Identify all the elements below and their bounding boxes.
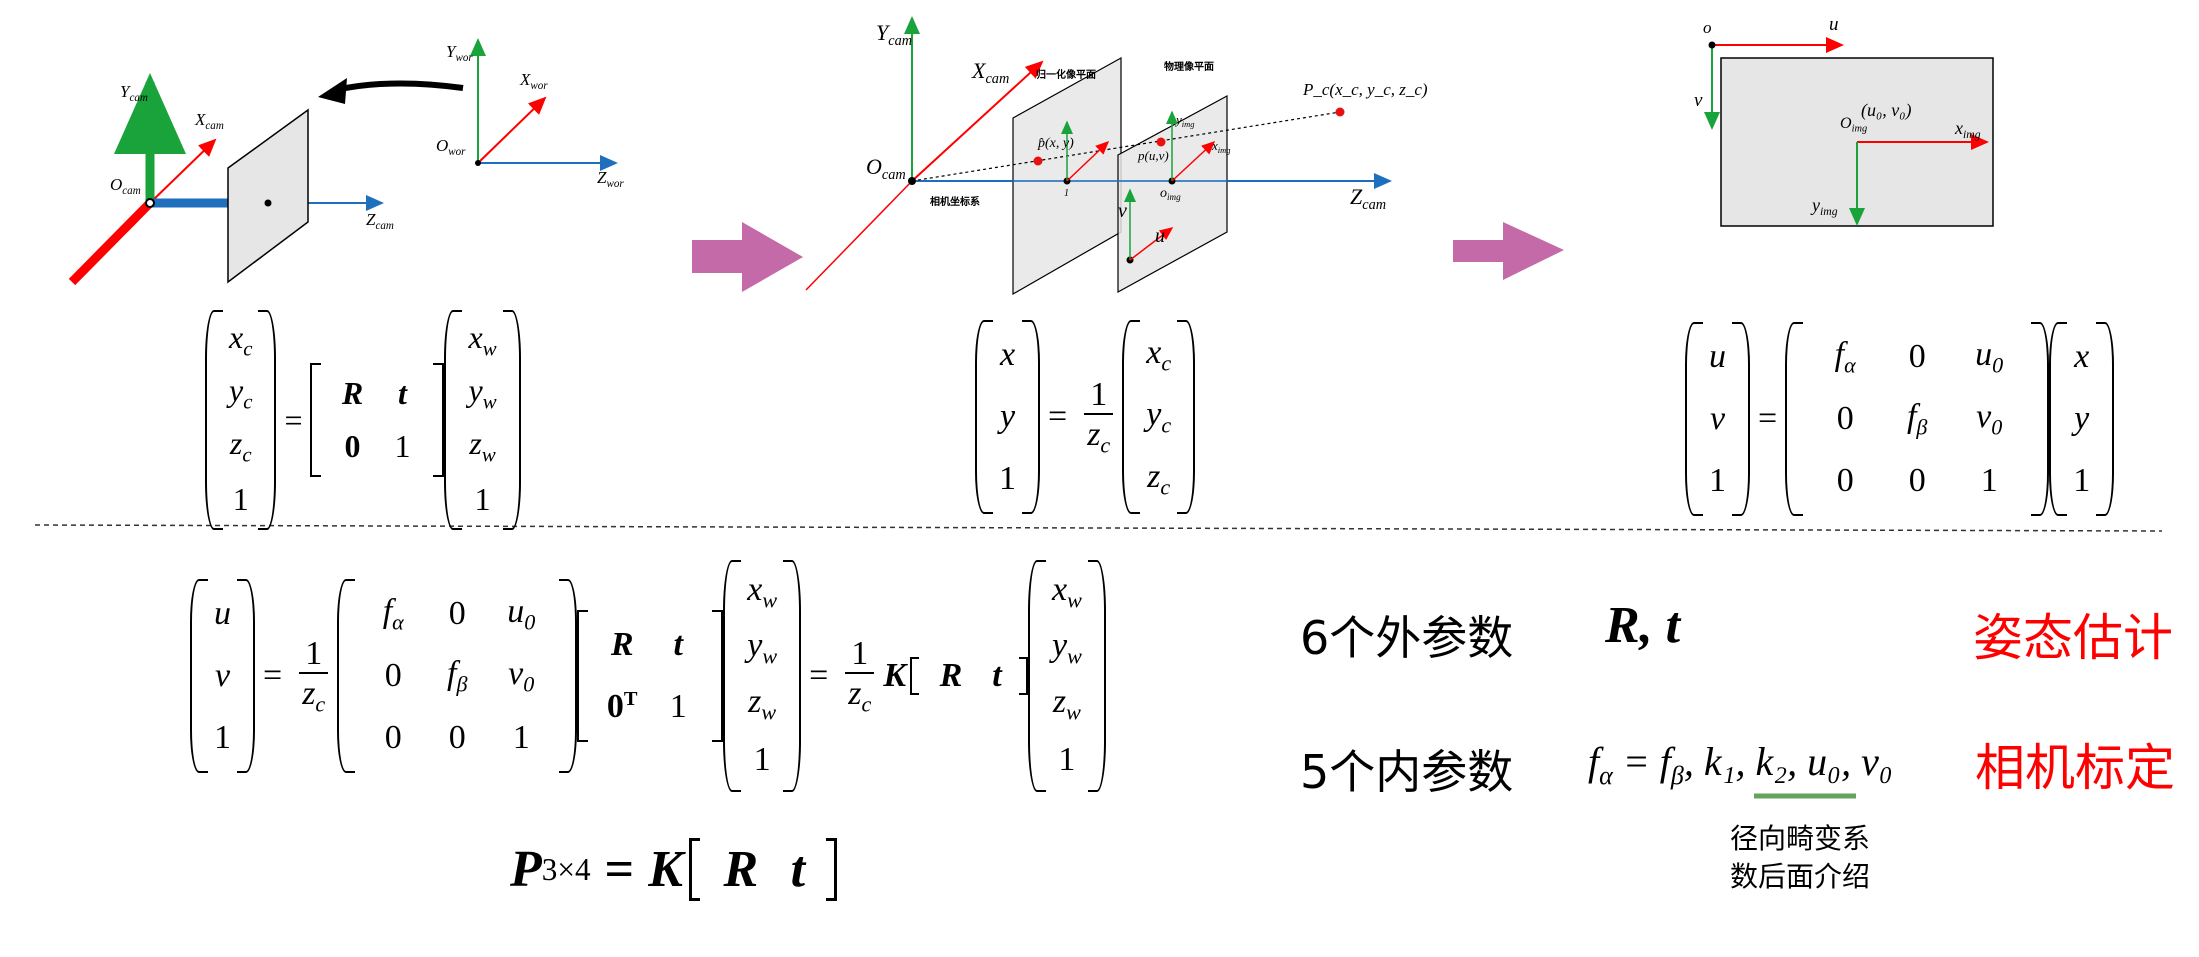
p2-label-xcam: Xcam: [972, 58, 1010, 87]
k-symbol: K: [883, 657, 906, 694]
label-xwor: Xwor: [520, 70, 548, 92]
label-one: 1: [1064, 188, 1069, 199]
pose-estimation-tag: 姿态估计: [1973, 609, 2173, 667]
p2-label-ycam: Ycam: [876, 20, 913, 49]
label-yimg: yimg: [1176, 112, 1195, 129]
panel2-graphic: [805, 16, 1392, 296]
image-plane: [227, 108, 309, 284]
p3-label-uv0: (u₀, v₀): [1861, 100, 1912, 120]
intrinsic-params: fα = fβ, k₁, k₂, u₀, v₀: [1588, 739, 1893, 791]
label-xcam: Xcam: [195, 110, 224, 132]
label-ximg: ximg: [1212, 138, 1231, 155]
label-pc: P_c(x_c, y_c, z_c): [1303, 80, 1428, 99]
p2-label-zcam: Zcam: [1350, 184, 1387, 213]
label-ocam: Ocam: [110, 175, 141, 197]
note-line-1: 径向畸变系: [1730, 822, 1871, 855]
label-ycam: Ycam: [120, 82, 148, 104]
extrinsic-params: R, t: [1605, 597, 1681, 654]
p2-x-axis: [911, 60, 1044, 182]
flow-arrow-2: [1453, 222, 1564, 280]
label-zwor: Zwor: [597, 168, 624, 190]
label-physical-plane: 物理像平面: [1164, 62, 1214, 73]
flow-arrow-1: [692, 222, 803, 292]
p3-label-o: o: [1703, 18, 1712, 37]
p2-label-ocam: Ocam: [866, 154, 906, 183]
p3-label-ximg: ximg: [1955, 118, 1981, 142]
extrinsic-label: 6个外参数: [1300, 611, 1514, 665]
p2-neg-x: [805, 180, 913, 291]
panel1-graphic: [68, 38, 618, 286]
separator-line: [34, 524, 2163, 532]
p3-label-u: u: [1829, 14, 1839, 35]
physical-plane: [1117, 94, 1228, 294]
radial-distortion-note: 径向畸变系 数后面介绍: [1730, 820, 1870, 896]
label-normalized-plane: 归一化像平面: [1036, 70, 1096, 81]
p3-label-yimg: yimg: [1812, 195, 1838, 219]
label-u: u: [1155, 225, 1165, 247]
p3-label-v: v: [1694, 90, 1703, 111]
label-p: p(u,v): [1138, 148, 1169, 163]
cam-x-axis: [149, 138, 217, 204]
projection-ray: [911, 111, 1341, 182]
intrinsic-label: 5个内参数: [1300, 745, 1514, 799]
label-ywor: Ywor: [446, 42, 473, 64]
label-camera-frame: 相机坐标系: [930, 197, 980, 208]
cam-neg-x-thick: [68, 199, 154, 286]
label-v: v: [1118, 200, 1127, 222]
label-owor: Owor: [436, 136, 466, 158]
wor-x-axis: [477, 96, 547, 164]
label-oimg: oimg: [1160, 186, 1181, 203]
label-zcam: Zcam: [366, 210, 394, 232]
label-phat: p̂(x, y): [1038, 136, 1074, 151]
p3-label-oimg: Oimg: [1840, 115, 1868, 135]
transform-arrow: [335, 80, 464, 93]
note-line-2: 数后面介绍: [1730, 860, 1871, 893]
camera-calibration-tag: 相机标定: [1975, 739, 2175, 797]
panel3-graphic: [1704, 37, 1994, 227]
